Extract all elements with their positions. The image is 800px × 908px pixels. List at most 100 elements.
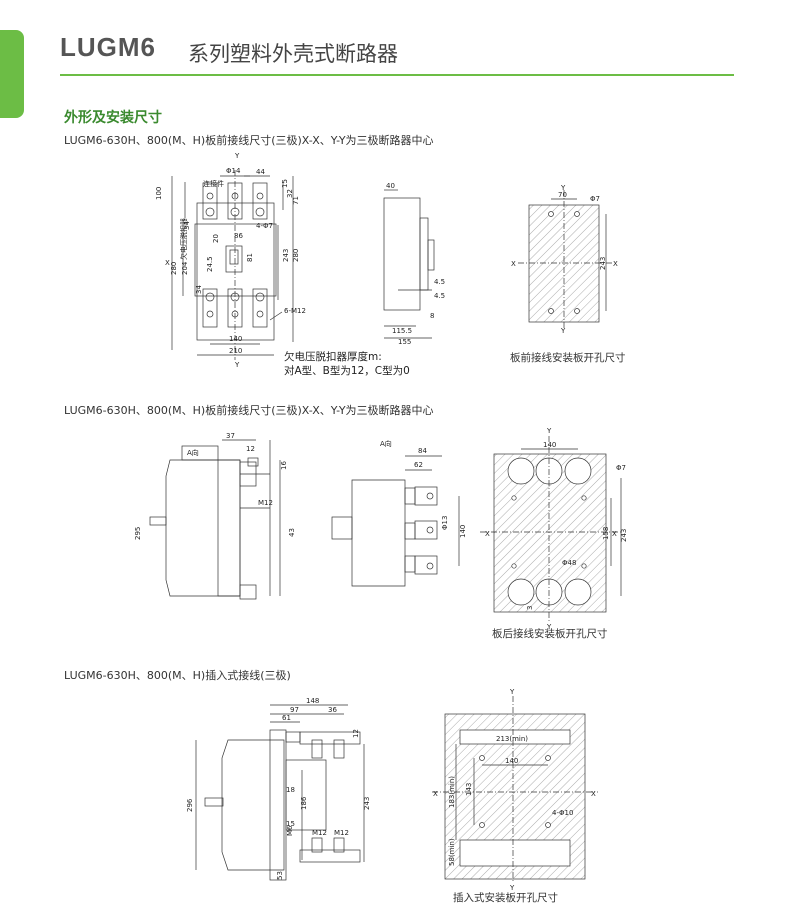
svg-text:15: 15 (281, 179, 289, 188)
svg-text:3: 3 (526, 606, 534, 610)
svg-text:84: 84 (418, 447, 427, 455)
rear-cutout-dims: 140 Φ7 158 243 Φ48 3 Y Y X X (485, 427, 628, 631)
svg-text:36: 36 (328, 706, 337, 714)
svg-text:X: X (612, 530, 617, 538)
svg-text:143: 143 (465, 783, 473, 796)
svg-text:158: 158 (602, 527, 610, 540)
svg-text:97: 97 (290, 706, 299, 714)
front-cutout-dims: 70 Φ7 243 Y Y X X (511, 184, 618, 335)
svg-text:X: X (433, 790, 438, 798)
svg-text:140: 140 (543, 441, 556, 449)
svg-text:20: 20 (212, 234, 220, 243)
svg-text:X: X (511, 260, 516, 268)
svg-text:8: 8 (430, 312, 434, 320)
svg-text:34: 34 (183, 221, 191, 230)
svg-text:140: 140 (505, 757, 518, 765)
rear-back-drawing (331, 455, 460, 587)
svg-text:6-M12: 6-M12 (284, 307, 306, 315)
svg-text:100: 100 (155, 187, 163, 200)
svg-text:X: X (165, 259, 170, 267)
svg-text:58(min): 58(min) (448, 838, 456, 866)
svg-text:186: 186 (300, 796, 308, 810)
rear-cutout-title: 板后接线安装板开孔尺寸 (492, 628, 608, 640)
svg-text:183(min): 183(min) (448, 776, 456, 808)
front-view-dims: Φ14 44 Y Y 100 280 204 34 20 86 81 243 2… (155, 152, 306, 369)
title-divider (60, 74, 734, 76)
svg-text:43: 43 (288, 528, 296, 537)
svg-text:M12: M12 (258, 499, 273, 507)
svg-text:86: 86 (234, 232, 243, 240)
svg-text:81: 81 (246, 253, 254, 262)
svg-text:M12: M12 (312, 829, 327, 837)
svg-text:X: X (485, 530, 490, 538)
svg-text:243: 243 (620, 529, 628, 542)
svg-text:16: 16 (280, 461, 288, 470)
svg-text:24.5: 24.5 (206, 256, 214, 272)
front-cutout-title: 板前接线安装板开孔尺寸 (510, 352, 626, 364)
svg-text:4.5: 4.5 (434, 292, 445, 300)
svg-text:12: 12 (352, 729, 360, 738)
svg-text:148: 148 (306, 697, 319, 705)
plugin-cutout-title: 插入式安装板开孔尺寸 (453, 892, 558, 904)
svg-text:X: X (591, 790, 596, 798)
svg-text:280: 280 (170, 262, 178, 275)
plugin-cutout-drawing (432, 696, 598, 882)
svg-text:32: 32 (286, 189, 294, 198)
svg-text:A向: A向 (187, 448, 199, 457)
svg-text:243: 243 (599, 257, 607, 270)
svg-text:243: 243 (282, 249, 290, 262)
svg-text:44: 44 (256, 168, 265, 176)
svg-text:Y: Y (509, 884, 515, 892)
svg-text:70: 70 (558, 191, 567, 199)
undervoltage-note-2: 对A型、B型为12，C型为0 (284, 365, 410, 377)
plugin-side-dims: 148 97 36 61 12 296 18 186 243 15 M6 M12… (186, 697, 371, 880)
brand-title: LUGM6 (60, 32, 156, 62)
side-view-drawing (383, 189, 435, 339)
svg-text:15: 15 (286, 820, 295, 828)
svg-text:53: 53 (276, 871, 284, 880)
rear-cutout-drawing (480, 436, 622, 622)
rear-side-drawing (149, 439, 281, 600)
svg-text:71: 71 (292, 196, 300, 205)
svg-text:140: 140 (229, 335, 242, 343)
svg-text:Φ13: Φ13 (441, 516, 449, 530)
rear-side-dims: A向 37 12 16 M12 295 43 (134, 432, 296, 540)
svg-text:Φ7: Φ7 (590, 195, 600, 203)
section-heading: 外形及安装尺寸 (64, 110, 162, 126)
section-tab (0, 30, 24, 118)
plugin-side-drawing (195, 704, 365, 881)
front-view-drawing (171, 170, 294, 360)
caption-rear-wiring: LUGM6-630H、800(M、H)板前接线尺寸(三极)X-X、Y-Y为三极断… (64, 404, 434, 417)
svg-text:Y: Y (546, 427, 552, 435)
svg-text:Y: Y (560, 184, 566, 192)
svg-text:Y: Y (234, 152, 240, 160)
svg-text:Φ7: Φ7 (616, 464, 626, 472)
svg-text:61: 61 (282, 714, 291, 722)
svg-text:Φ14: Φ14 (226, 167, 241, 175)
svg-text:18: 18 (286, 786, 295, 794)
svg-text:Y: Y (509, 688, 515, 696)
svg-text:Y: Y (234, 361, 240, 369)
plugin-cutout-dims: 213(min) 140 143 183(min) 58(min) 4-Φ10 … (433, 688, 596, 892)
svg-text:4.5: 4.5 (434, 278, 445, 286)
svg-text:155: 155 (398, 338, 411, 346)
side-view-dims: 40 4.5 4.5 8 115.5 155 (386, 182, 445, 346)
svg-text:A向: A向 (380, 439, 392, 448)
svg-text:Y: Y (560, 327, 566, 335)
svg-text:X: X (613, 260, 618, 268)
svg-text:M12: M12 (334, 829, 349, 837)
front-cutout-drawing (518, 190, 612, 330)
svg-text:4-Φ7: 4-Φ7 (256, 222, 273, 230)
svg-text:连接件: 连接件 (203, 179, 224, 188)
svg-text:210: 210 (229, 347, 242, 355)
svg-text:M6: M6 (286, 825, 294, 836)
svg-text:欠电压脱扣器: 欠电压脱扣器 (179, 218, 188, 260)
page-title: 系列塑料外壳式断路器 (188, 42, 398, 66)
svg-text:40: 40 (386, 182, 395, 190)
svg-text:Φ48: Φ48 (562, 559, 576, 567)
svg-text:296: 296 (186, 798, 194, 812)
svg-text:62: 62 (414, 461, 423, 469)
svg-text:140: 140 (459, 525, 467, 538)
svg-text:204: 204 (181, 261, 189, 275)
svg-text:34: 34 (195, 285, 203, 294)
